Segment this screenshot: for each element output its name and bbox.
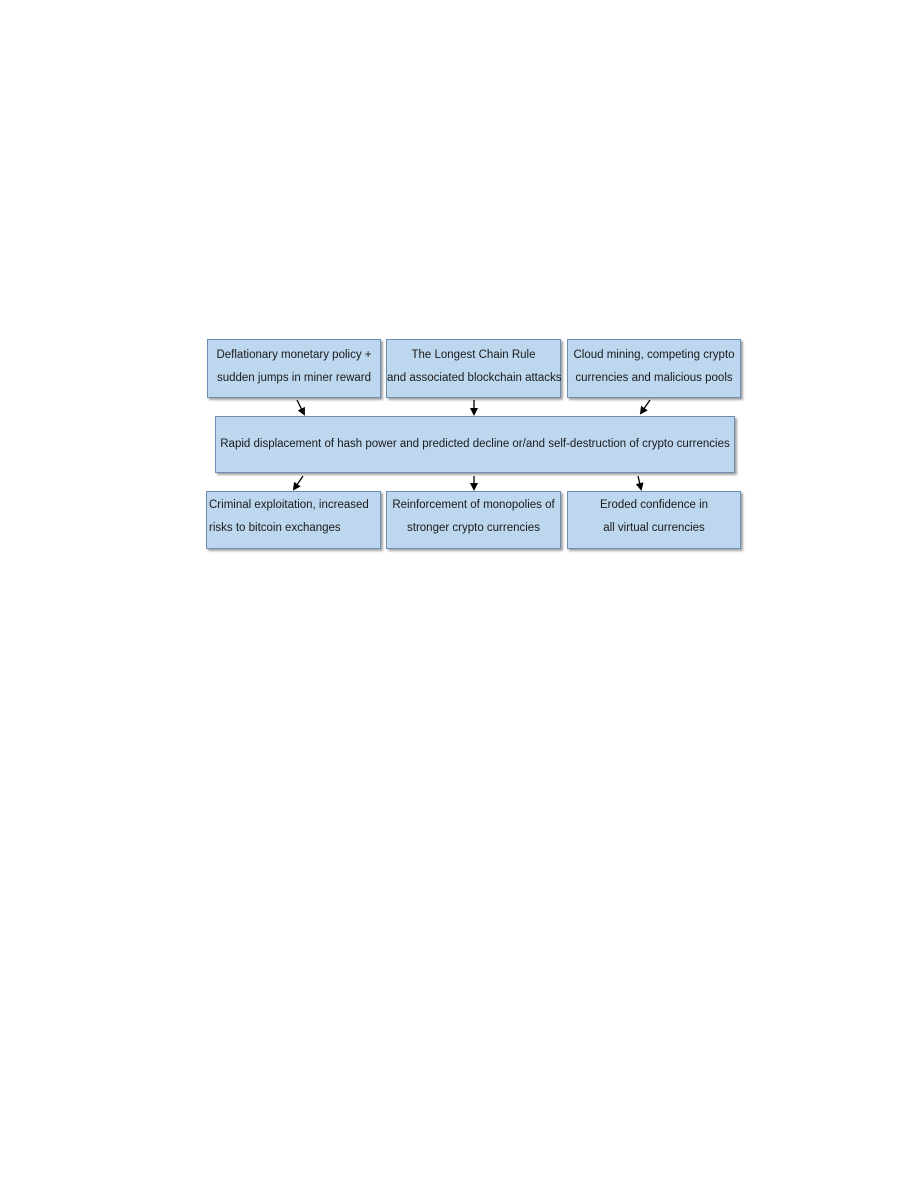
arrow-down-icon [296, 399, 305, 416]
central-effect-box: Rapid displacement of hash power and pre… [215, 416, 735, 473]
arrow-down-icon [635, 475, 644, 491]
arrow-down-icon [292, 475, 304, 491]
outcome-box-eroded-confidence: Eroded confidence in all virtual currenc… [567, 491, 741, 549]
cause-box-monetary-policy: Deflationary monetary policy + sudden ju… [207, 339, 381, 398]
central-effect-text: Rapid displacement of hash power and pre… [220, 438, 730, 450]
box-text-line: currencies and malicious pools [575, 372, 733, 384]
box-text-line: and associated blockchain attacks [387, 372, 562, 384]
cause-box-longest-chain: The Longest Chain Rule and associated bl… [386, 339, 562, 398]
cause-box-cloud-mining: Cloud mining, competing crypto currencie… [567, 339, 741, 398]
box-text-line: sudden jumps in miner reward [216, 372, 372, 384]
box-text-line: Cloud mining, competing crypto [573, 349, 735, 361]
box-text-line: The Longest Chain Rule [411, 349, 536, 361]
box-text-line: all virtual currencies [603, 522, 705, 534]
box-text-line: Reinforcement of monopolies of [392, 499, 555, 511]
arrow-down-icon [639, 399, 651, 415]
box-text-line: risks to bitcoin exchanges [209, 522, 341, 534]
box-text-line: Criminal exploitation, increased [209, 499, 369, 511]
outcome-box-criminal-exploitation: Criminal exploitation, increased risks t… [206, 491, 381, 549]
outcome-box-monopolies: Reinforcement of monopolies of stronger … [386, 491, 561, 549]
box-text-line: Deflationary monetary policy + [216, 349, 372, 361]
box-text-line: stronger crypto currencies [407, 522, 540, 534]
box-text-line: Eroded confidence in [599, 499, 709, 511]
